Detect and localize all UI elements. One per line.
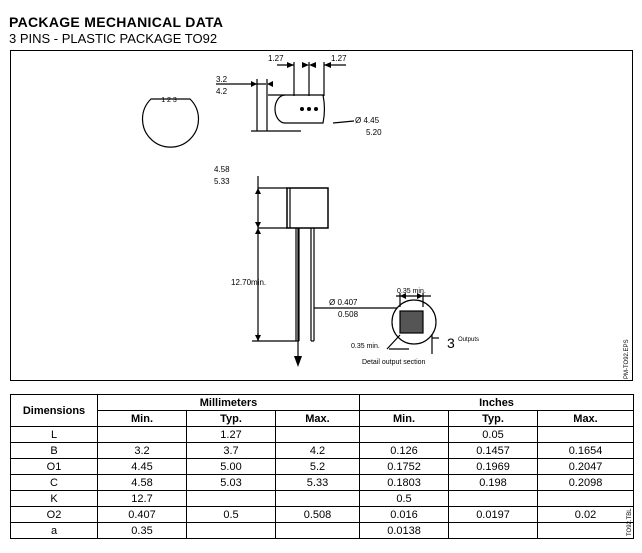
table-cell: 0.407 <box>97 506 187 523</box>
table-cell: 4.2 <box>274 442 361 459</box>
table-cell <box>186 490 276 507</box>
table-cell: 0.35 <box>97 522 187 539</box>
mm-typ-header: Typ. <box>186 410 276 427</box>
millimeters-header: Millimeters <box>96 394 361 411</box>
table-row: a 0.35 0.0138 <box>10 522 635 539</box>
table-cell <box>448 522 539 539</box>
table-row: L 1.27 0.05 <box>10 426 635 443</box>
dimension-name: O1 <box>10 458 98 475</box>
pin-number-label: 1 2 3 <box>161 97 177 104</box>
top-view-outline <box>274 94 325 124</box>
table-cell: 0.2047 <box>537 458 635 475</box>
dimension-name: L <box>10 426 98 443</box>
table-cell <box>537 522 635 539</box>
table-cell: 4.45 <box>97 458 187 475</box>
diameter-top-label: Ø 4.45 <box>355 116 380 125</box>
body-height-top-label: 4.58 <box>214 165 230 174</box>
section-dim-left-label: 0.35 min. <box>351 343 380 350</box>
table-row: K 12.7 0.5 <box>10 490 635 507</box>
section-dim-top-label: 0.35 min. <box>397 288 426 295</box>
table-cell: 0.126 <box>359 442 450 459</box>
table-cell: 0.2098 <box>537 474 635 491</box>
flat-dim-top-label: 3.2 <box>216 75 228 84</box>
table-row: B 3.2 3.7 4.2 0.126 0.1457 0.1654 <box>10 442 635 459</box>
table-cell <box>274 522 361 539</box>
table-cell: 3.2 <box>97 442 187 459</box>
table-cell <box>186 522 276 539</box>
table-cell: 4.58 <box>97 474 187 491</box>
table-cell: 3.7 <box>186 442 276 459</box>
table-row: O2 0.407 0.5 0.508 0.016 0.0197 0.02 <box>10 506 635 523</box>
table-cell: 0.1969 <box>448 458 539 475</box>
lead-length-label: 12.70min. <box>231 278 266 287</box>
diameter-bottom-label: 5.20 <box>366 128 382 137</box>
bottom-view-outline <box>141 98 200 148</box>
dimension-name: a <box>10 522 98 539</box>
table-cell: 5.00 <box>186 458 276 475</box>
in-max-header: Max. <box>537 410 635 427</box>
table-row: C 4.58 5.03 5.33 0.1803 0.198 0.2098 <box>10 474 635 491</box>
table-cell: 0.198 <box>448 474 539 491</box>
pitch-right-label: 1.27 <box>331 54 347 63</box>
table-cell: 0.05 <box>448 426 539 443</box>
table-cell: 5.2 <box>274 458 361 475</box>
center-arrow-head <box>294 356 302 367</box>
in-min-header: Min. <box>359 410 450 427</box>
outputs-label: Outputs <box>458 337 479 343</box>
dimension-name: K <box>10 490 98 507</box>
table-cell: 0.02 <box>537 506 635 523</box>
table-cell <box>359 426 450 443</box>
mm-max-header: Max. <box>274 410 361 427</box>
inches-header: Inches <box>359 394 635 411</box>
lead-dia-top-label: Ø 0.407 <box>329 298 358 307</box>
table-cell: 0.1803 <box>359 474 450 491</box>
table-cell: 5.03 <box>186 474 276 491</box>
in-typ-header: Typ. <box>448 410 539 427</box>
table-cell: 0.0197 <box>448 506 539 523</box>
outputs-count-label: 3 <box>447 335 455 351</box>
mechanical-drawing: 1.27 1.27 1 2 3 3.2 4.2 Ø 4.45 5.20 4.58… <box>10 50 633 381</box>
table-cell: 12.7 <box>97 490 187 507</box>
table-cell: 0.1752 <box>359 458 450 475</box>
table-cell: 0.508 <box>274 506 361 523</box>
table-cell: 1.27 <box>186 426 276 443</box>
detail-circle <box>391 299 437 345</box>
table-code: TO92.TBL <box>627 508 633 536</box>
mm-min-header: Min. <box>97 410 187 427</box>
dimension-name: C <box>10 474 98 491</box>
table-cell <box>448 490 539 507</box>
table-cell <box>274 426 361 443</box>
table-cell: 5.33 <box>274 474 361 491</box>
table-cell: 0.0138 <box>359 522 450 539</box>
table-cell <box>537 490 635 507</box>
pitch-left-label: 1.27 <box>268 54 284 63</box>
dimensions-table: Dimensions Millimeters Inches Min. Typ. … <box>10 394 635 539</box>
table-cell: 0.5 <box>359 490 450 507</box>
table-cell <box>274 490 361 507</box>
section-caption: Detail output section <box>362 359 426 366</box>
lead-dia-bottom-label: 0.508 <box>338 310 359 319</box>
table-cell: 0.1654 <box>537 442 635 459</box>
table-cell <box>537 426 635 443</box>
table-cell: 0.5 <box>186 506 276 523</box>
flat-dim-bottom-label: 4.2 <box>216 87 228 96</box>
page-title: PACKAGE MECHANICAL DATA <box>9 14 224 30</box>
dimensions-header: Dimensions <box>10 394 98 427</box>
drawing-svg: 1.27 1.27 1 2 3 3.2 4.2 Ø 4.45 5.20 4.58… <box>141 54 630 379</box>
table-cell <box>97 426 187 443</box>
package-body <box>286 187 329 229</box>
detail-lead-section <box>399 310 424 334</box>
dimension-name: B <box>10 442 98 459</box>
dimension-name: O2 <box>10 506 98 523</box>
table-cell: 0.016 <box>359 506 450 523</box>
page-subtitle: 3 PINS - PLASTIC PACKAGE TO92 <box>9 31 218 46</box>
table-row: O1 4.45 5.00 5.2 0.1752 0.1969 0.2047 <box>10 458 635 475</box>
drawing-code: PM-TO92.EPS <box>624 339 630 379</box>
table-cell: 0.1457 <box>448 442 539 459</box>
body-height-bottom-label: 5.33 <box>214 177 230 186</box>
